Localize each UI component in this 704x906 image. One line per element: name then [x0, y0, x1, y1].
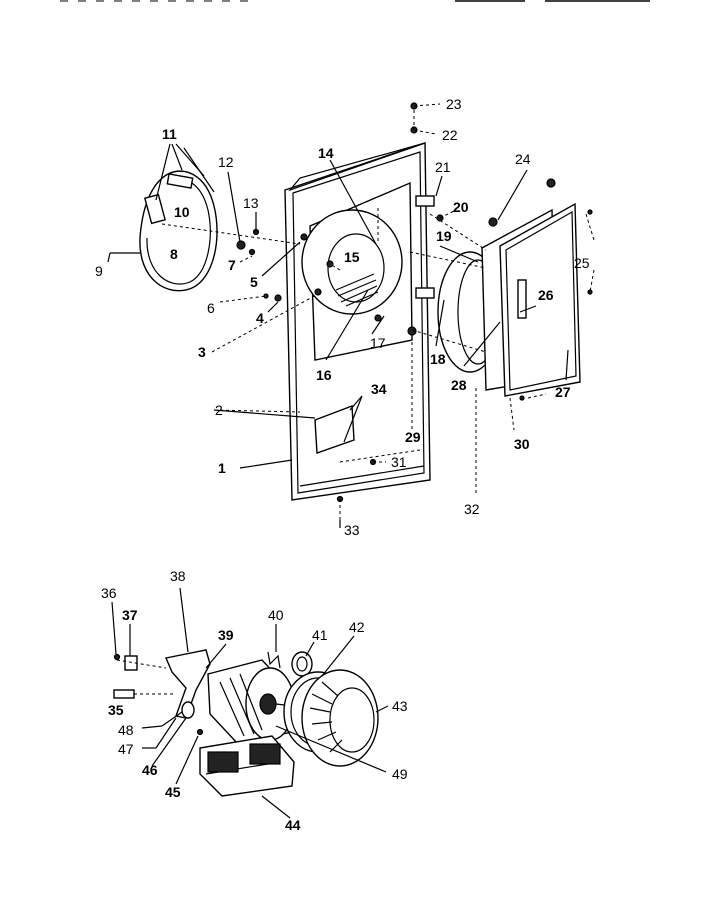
screw-27	[519, 395, 525, 401]
callout-31: 31	[391, 454, 407, 470]
screw-4	[274, 294, 282, 302]
callout-25: 25	[574, 255, 590, 271]
callout-49: 49	[392, 766, 408, 782]
outer-door-panel	[499, 202, 581, 397]
callout-12: 12	[218, 154, 234, 170]
callout-33: 33	[344, 522, 360, 538]
callout-32: 32	[464, 501, 480, 517]
door-catch	[300, 233, 308, 241]
drum-felt-rings	[139, 170, 282, 302]
screw-7	[248, 248, 256, 256]
callout-7: 7	[228, 257, 236, 273]
screw-45	[196, 728, 204, 736]
callout-41: 41	[312, 627, 328, 643]
callout-3: 3	[198, 344, 206, 360]
callout-30: 30	[514, 436, 530, 452]
callout-2: 2	[215, 402, 223, 418]
motor-assembly	[113, 649, 379, 797]
front-panel	[284, 142, 431, 501]
callout-29: 29	[405, 429, 421, 445]
callout-26: 26	[538, 287, 554, 303]
callout-6: 6	[207, 300, 215, 316]
callout-44: 44	[285, 817, 301, 833]
callout-35: 35	[108, 702, 124, 718]
callout-11: 11	[162, 126, 177, 142]
callout-17: 17	[370, 335, 386, 351]
door-assembly	[481, 178, 593, 401]
callout-28: 28	[451, 377, 467, 393]
callout-37: 37	[122, 607, 138, 623]
callout-14: 14	[318, 145, 334, 161]
screw	[374, 314, 382, 322]
callout-42: 42	[349, 619, 365, 635]
screw-6	[263, 293, 269, 299]
callout-8: 8	[170, 246, 178, 262]
callout-24: 24	[515, 151, 531, 167]
callout-15: 15	[344, 249, 360, 265]
callout-13: 13	[243, 195, 259, 211]
callout-43: 43	[392, 698, 408, 714]
callout-27: 27	[555, 384, 571, 400]
callout-47: 47	[118, 741, 134, 757]
callout-16: 16	[316, 367, 332, 383]
callout-36: 36	[101, 585, 117, 601]
drum-opening-ring	[301, 209, 403, 315]
callout-45: 45	[165, 784, 181, 800]
door-handle	[517, 279, 527, 319]
screw-25a	[587, 209, 593, 215]
screw-36	[113, 653, 121, 661]
callout-20: 20	[453, 199, 469, 215]
callout-22: 22	[442, 127, 458, 143]
screw-29	[407, 326, 417, 336]
callout-39: 39	[218, 627, 234, 643]
callout-19: 19	[436, 228, 452, 244]
leader-lines	[107, 103, 595, 819]
callout-21: 21	[435, 159, 451, 175]
callout-4: 4	[256, 310, 264, 326]
screw	[326, 260, 334, 268]
callout-48: 48	[118, 722, 134, 738]
callout-9: 9	[95, 263, 103, 279]
callout-40: 40	[268, 607, 284, 623]
callout-18: 18	[430, 351, 446, 367]
callout-labels: 1 2 3 4 5 6 7 8 9 10 11 12 13 14 15 16 1…	[95, 96, 590, 833]
callout-34: 34	[371, 381, 387, 397]
callout-5: 5	[250, 274, 258, 290]
bolt-35	[113, 689, 135, 699]
callout-23: 23	[446, 96, 462, 112]
callout-38: 38	[170, 568, 186, 584]
callout-10: 10	[174, 204, 190, 220]
callout-1: 1	[218, 460, 226, 476]
bushing-46	[181, 701, 195, 719]
hinge-pin	[546, 178, 556, 188]
glide-12	[236, 240, 246, 250]
door-switch	[314, 288, 322, 296]
callout-46: 46	[142, 762, 158, 778]
hinge-pin-24	[488, 217, 498, 227]
